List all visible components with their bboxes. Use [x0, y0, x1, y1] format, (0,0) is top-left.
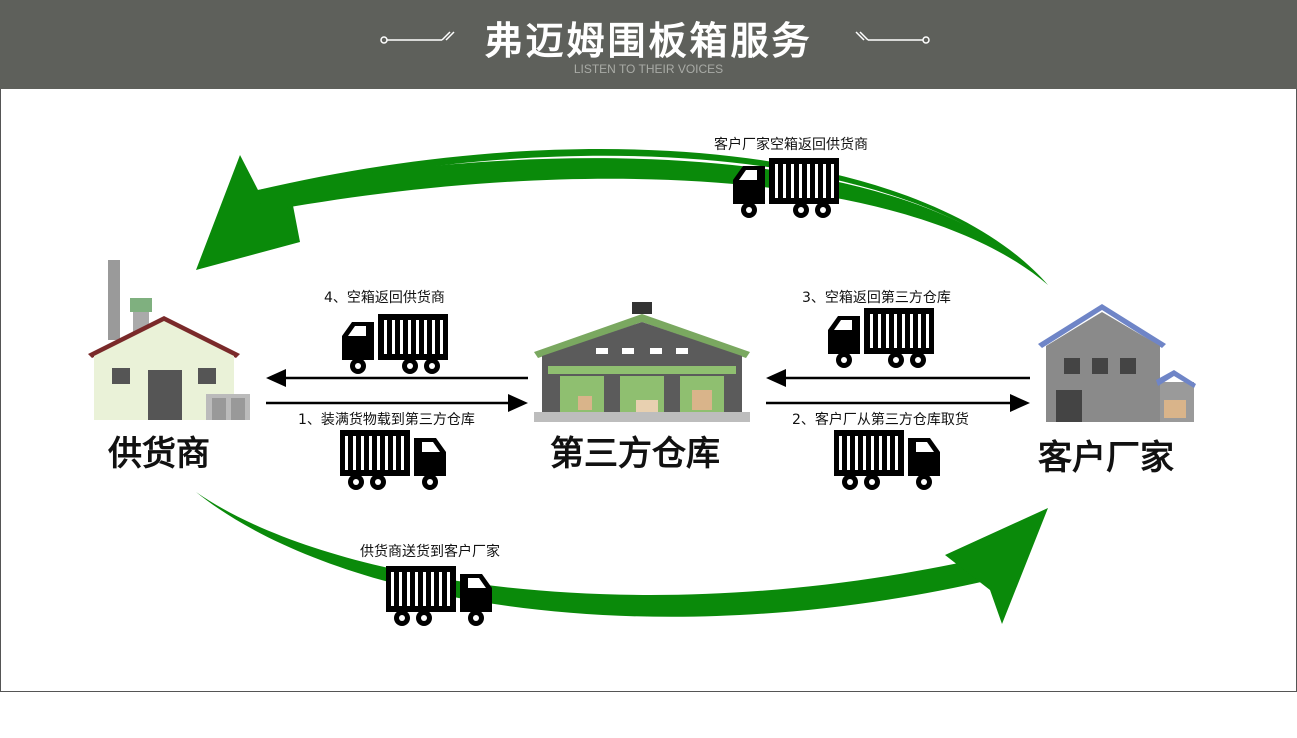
right-ornament-icon — [855, 31, 930, 44]
step4-label: 4、空箱返回供货商 — [324, 290, 445, 306]
arrow-step1 — [266, 394, 528, 412]
arrow-step2 — [766, 394, 1030, 412]
step2-label: 2、客户厂从第三方仓库取货 — [792, 412, 969, 428]
left-ornament-icon — [380, 31, 455, 44]
top-arc-label: 客户厂家空箱返回供货商 — [714, 137, 868, 153]
bottom-arc-body — [196, 492, 995, 617]
truck-step2-icon — [834, 430, 940, 490]
top-arc-body — [258, 158, 1048, 285]
truck-step1-icon — [340, 430, 446, 490]
customer-label: 客户厂家 — [1038, 438, 1174, 478]
header-bar: 弗迈姆围板箱服务 LISTEN TO THEIR VOICES — [0, 0, 1297, 89]
truck-step4-icon — [342, 314, 448, 374]
arrow-step3 — [766, 369, 1030, 387]
warehouse-icon — [534, 302, 750, 422]
supplier-label: 供货商 — [108, 434, 210, 474]
page-subtitle: LISTEN TO THEIR VOICES — [573, 62, 724, 76]
supplier-factory-icon — [88, 260, 250, 420]
truck-bottom-arc-icon — [386, 566, 492, 626]
truck-step3-icon — [828, 308, 934, 368]
step3-label: 3、空箱返回第三方仓库 — [802, 290, 951, 306]
step1-label: 1、装满货物载到第三方仓库 — [298, 412, 475, 428]
customer-factory-icon — [1038, 304, 1196, 422]
warehouse-label: 第三方仓库 — [550, 434, 720, 474]
page-title: 弗迈姆围板箱服务 — [484, 19, 813, 63]
bottom-arc-label: 供货商送货到客户厂家 — [360, 544, 500, 560]
arrow-step4 — [266, 369, 528, 387]
truck-top-arc-icon — [733, 158, 839, 218]
bottom-arc-head — [945, 508, 1048, 624]
